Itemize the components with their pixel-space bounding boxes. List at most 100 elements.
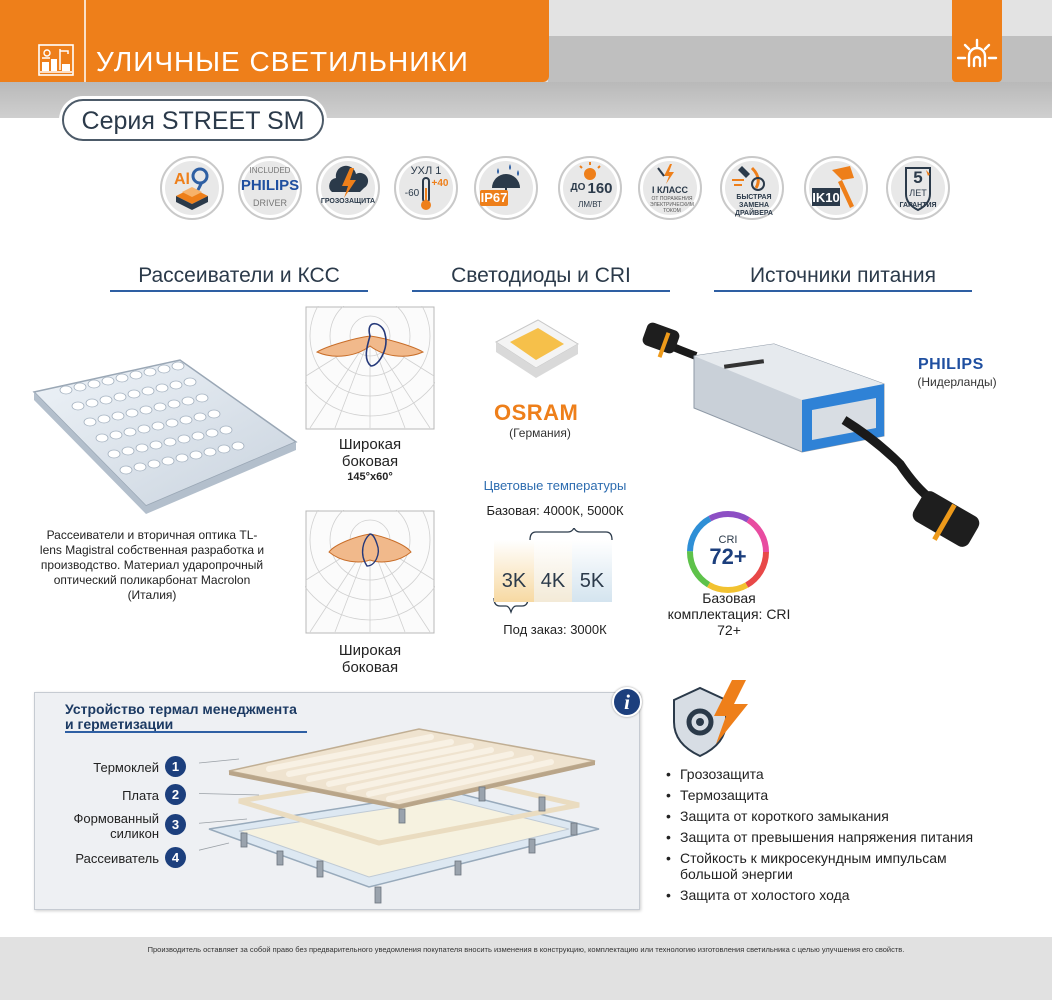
lens-cell <box>101 376 115 386</box>
lens-cell <box>83 417 97 427</box>
lens-cell <box>157 364 171 374</box>
feature-warranty-unit: ЛЕТ <box>909 188 927 198</box>
lens-cell <box>151 421 165 431</box>
part-number-4: 4 <box>165 847 186 868</box>
lens-cell <box>107 449 121 459</box>
aluminium-housing-icon <box>176 167 209 210</box>
lens-caption: Рассеиватели и вторичная оптика TL-lens … <box>39 528 265 602</box>
lens-cell <box>167 399 181 409</box>
feature-philips-driver: INCLUDED PHILIPS DRIVER <box>238 156 302 220</box>
footer: Производитель оставляет за собой право б… <box>0 937 1052 1000</box>
protection-list: Грозозащита Термозащита Защита от коротк… <box>666 766 996 908</box>
lens-cell <box>139 405 153 415</box>
color-temp-5k: 5K <box>572 540 612 602</box>
lens-cell <box>165 418 179 428</box>
feature-protection-class: I КЛАСС ОТ ПОРАЖЕНИЯ ЭЛЕКТРИЧЕСКИМ ТОКОМ <box>638 156 702 220</box>
color-temp-3k-label: 3K <box>501 570 527 592</box>
feature-climate-max: +40 <box>431 178 449 189</box>
header-separator <box>84 0 86 82</box>
feature-ik10: IK10 <box>804 156 868 220</box>
feature-efficacy-value: 160 <box>587 180 613 197</box>
feature-surge-text: ГРОЗОЗАЩИТА <box>320 198 376 205</box>
feature-ip67: IP67 <box>474 156 538 220</box>
lens-cell <box>161 456 175 466</box>
lens-cell <box>111 411 125 421</box>
sun-lamp-icon <box>956 38 998 68</box>
feature-warranty-years: 5 <box>913 168 923 187</box>
polar1-label: Широкая боковая <box>338 436 402 470</box>
header-logo-box <box>952 0 1002 82</box>
lens-cell <box>85 398 99 408</box>
lens-cell <box>125 408 139 418</box>
feature-philips-bottom: DRIVER <box>252 198 287 208</box>
info-icon[interactable]: i <box>612 687 642 717</box>
protection-item: Защита от превышения напряжения питания <box>666 829 996 845</box>
color-temp-5k-label: 5K <box>579 570 605 592</box>
lens-cell <box>141 386 155 396</box>
color-temp-brackets <box>493 528 613 614</box>
feature-climate-min: -60 <box>404 188 420 199</box>
lens-cell <box>143 367 157 377</box>
color-temp-order: Под заказ: 3000К <box>503 622 607 637</box>
lens-cell <box>109 430 123 440</box>
thermometer-icon <box>421 177 431 210</box>
rain-umbrella-icon <box>480 164 520 206</box>
thermal-title-underline <box>65 731 307 733</box>
section-underline <box>110 290 368 292</box>
lens-cell <box>205 428 219 438</box>
storm-cloud-icon <box>329 165 369 198</box>
electric-shock-icon <box>657 164 674 184</box>
lens-cell <box>203 447 217 457</box>
cri-badge: CRI 72+ <box>687 511 769 593</box>
feature-driver-replace: БЫСТРАЯ ЗАМЕНА ДРАЙВЕРА <box>720 156 784 220</box>
feature-aluminium: Al <box>160 156 224 220</box>
lens-cell <box>113 392 127 402</box>
color-temp-title: Цветовые температуры <box>483 478 627 493</box>
lens-cell <box>119 465 133 475</box>
lens-cell <box>87 379 101 389</box>
lens-cell <box>149 440 163 450</box>
warranty-shield-icon <box>905 167 931 212</box>
driver-image <box>642 322 980 547</box>
series-label: Серия STREET SM <box>81 107 305 135</box>
polar-diagram-wide-2 <box>305 510 435 634</box>
polar2-label: Широкая боковая <box>338 642 402 676</box>
lens-cell <box>123 427 137 437</box>
philips-logo: PHILIPS <box>918 356 984 373</box>
protection-item: Стойкость к микросекундным импульсам бол… <box>666 850 996 882</box>
lens-cell <box>219 425 233 435</box>
feature-ip-text: IP67 <box>480 190 508 205</box>
feature-efficacy-unit: ЛМ/ВТ <box>578 200 602 209</box>
lens-cell <box>153 402 167 412</box>
lens-cell <box>163 437 177 447</box>
lens-cell <box>59 385 73 395</box>
color-temp-base: Базовая: 4000К, 5000К <box>486 503 624 518</box>
part-number-3: 3 <box>165 814 186 835</box>
feature-philips-text: PHILIPS <box>240 177 300 194</box>
lens-cell <box>175 453 189 463</box>
polar1-angles: 145°x60° <box>347 471 393 483</box>
lens-cell <box>97 414 111 424</box>
feature-climate-top: УХЛ 1 <box>410 165 442 177</box>
lens-cell <box>193 412 207 422</box>
color-temp-4k-label: 4K <box>540 570 566 592</box>
lens-cell <box>121 446 135 456</box>
feature-climate: УХЛ 1 -60 +40 <box>394 156 458 220</box>
lens-plate-image <box>32 359 298 514</box>
cri-base-text: Базовая комплектация: CRI 72+ <box>667 590 791 638</box>
page-title: УЛИЧНЫЕ СВЕТИЛЬНИКИ <box>96 46 469 77</box>
bulb-icon <box>579 162 601 180</box>
part-number-1: 1 <box>165 756 186 777</box>
lens-cell <box>71 401 85 411</box>
osram-origin: (Германия) <box>509 426 571 440</box>
lens-cell <box>147 459 161 469</box>
feature-efficacy: ДО 160 ЛМ/ВТ <box>558 156 622 220</box>
series-title: Серия STREET SM <box>62 99 324 141</box>
footer-disclaimer: Производитель оставляет за собой право б… <box>147 945 905 954</box>
hammer-icon <box>812 166 854 208</box>
cri-badge-value: 72+ <box>709 544 746 569</box>
gear-lightning-shield-icon <box>673 680 748 758</box>
feature-class-text: I КЛАСС <box>651 185 689 195</box>
lens-cell <box>177 434 191 444</box>
protection-item: Защита от короткого замыкания <box>666 808 996 824</box>
